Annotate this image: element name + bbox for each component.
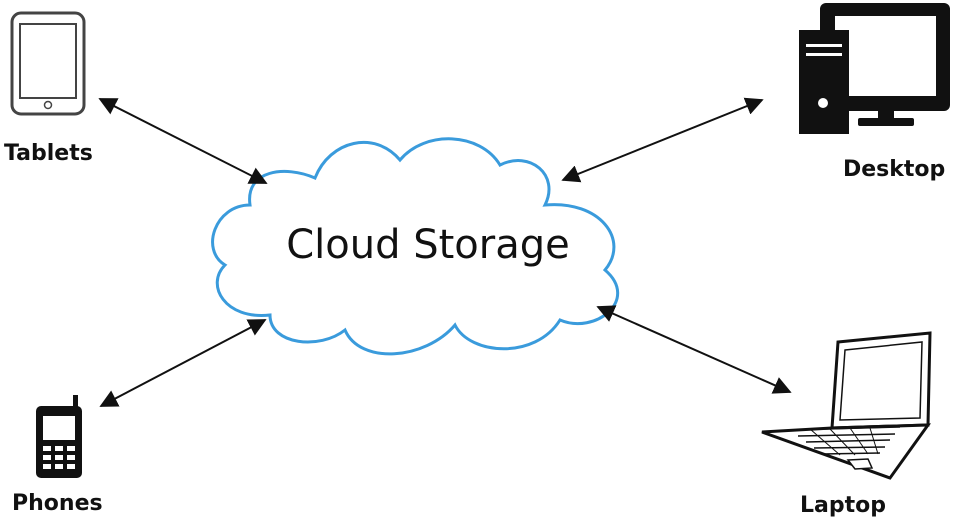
phones-label: Phones <box>12 491 103 516</box>
arrow-tablets <box>98 98 268 184</box>
arrow-desktop <box>561 97 764 183</box>
laptop-icon <box>761 331 932 480</box>
cloud-storage-label: Cloud Storage <box>286 222 569 268</box>
laptop-label: Laptop <box>800 493 886 518</box>
desktop-label: Desktop <box>843 157 945 182</box>
tablets-label: Tablets <box>4 141 93 166</box>
tablet-icon <box>10 11 86 116</box>
arrow-phones <box>99 319 267 407</box>
arrow-laptop <box>596 305 792 394</box>
phone-icon <box>36 395 82 478</box>
desktop-icon <box>799 3 950 134</box>
